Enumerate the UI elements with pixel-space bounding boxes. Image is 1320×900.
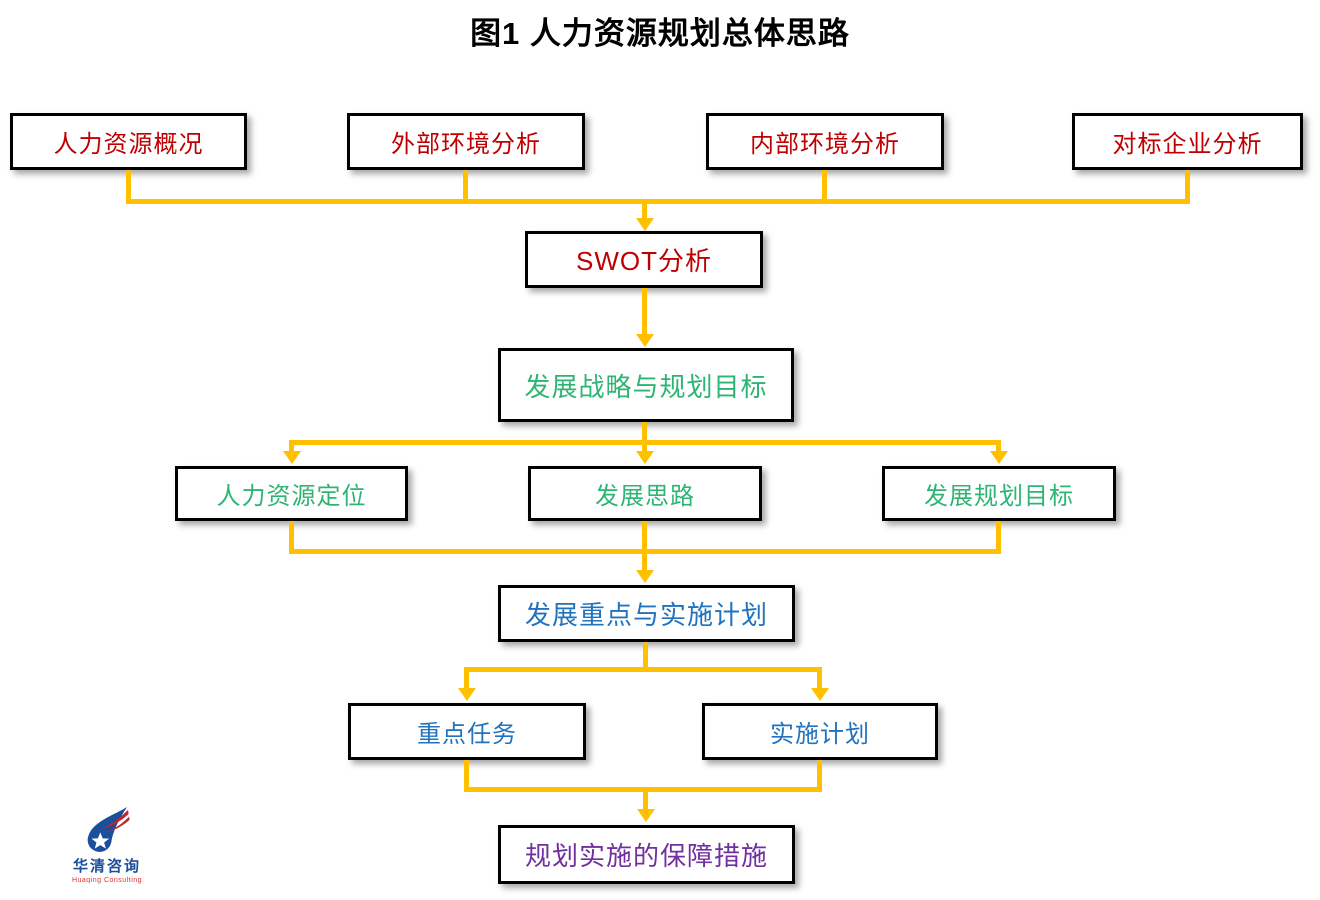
node-focus-plan: 发展重点与实施计划 (498, 585, 795, 642)
connector-line (817, 672, 822, 689)
arrow-down-icon (990, 451, 1008, 464)
node-safeguards: 规划实施的保障措施 (498, 825, 795, 884)
connector-line (126, 199, 1190, 204)
node-key-tasks: 重点任务 (348, 703, 586, 760)
connector-line (642, 521, 647, 554)
arrow-down-icon (811, 688, 829, 701)
connector-line (463, 170, 468, 202)
arrow-down-icon (458, 688, 476, 701)
node-dev-thinking: 发展思路 (528, 466, 762, 521)
node-hr-positioning: 人力资源定位 (175, 466, 408, 521)
node-external-env: 外部环境分析 (347, 113, 585, 170)
connector-line (464, 667, 822, 672)
arrow-down-icon (636, 570, 654, 583)
node-hr-overview: 人力资源概况 (10, 113, 247, 170)
arrow-down-icon (637, 809, 655, 822)
company-logo: 华清咨询 Huaqing Consulting (57, 806, 157, 884)
node-benchmark-label: 对标企业分析 (1112, 131, 1263, 158)
node-external-env-label: 外部环境分析 (391, 131, 541, 158)
connector-line (817, 760, 822, 792)
node-strategy-goals-label: 发展战略与规划目标 (524, 371, 768, 402)
node-internal-env: 内部环境分析 (706, 113, 944, 170)
node-benchmark: 对标企业分析 (1072, 113, 1303, 170)
diagram-title: 图1 人力资源规划总体思路 (470, 16, 850, 51)
connector-line (1185, 170, 1190, 202)
arrow-down-icon (636, 218, 654, 231)
node-strategy-goals: 发展战略与规划目标 (498, 348, 794, 422)
connector-line (642, 202, 647, 219)
node-impl-plan-label: 实施计划 (770, 721, 870, 748)
node-internal-env-label: 内部环境分析 (750, 131, 900, 158)
connector-line (642, 288, 647, 335)
connector-line (289, 521, 294, 554)
connector-line (126, 170, 131, 202)
connector-line (643, 642, 648, 672)
connector-line (642, 422, 647, 443)
node-dev-goals: 发展规划目标 (882, 466, 1116, 521)
logo-name-cn: 华清咨询 (72, 858, 141, 875)
connector-line (289, 549, 1001, 554)
node-hr-positioning-label: 人力资源定位 (216, 483, 367, 510)
logo-name-en: Huaqing Consulting (71, 877, 143, 884)
arrow-down-icon (283, 451, 301, 464)
node-key-tasks-label: 重点任务 (417, 721, 517, 748)
arrow-down-icon (636, 334, 654, 347)
connector-line (642, 445, 647, 452)
huaqing-logo-icon (84, 806, 130, 856)
connector-line (822, 170, 827, 202)
connector-line (996, 521, 1001, 554)
connector-line (464, 760, 469, 792)
node-safeguards-label: 规划实施的保障措施 (524, 841, 768, 871)
connector-line (289, 440, 1001, 445)
connector-line (464, 672, 469, 689)
node-dev-goals-label: 发展规划目标 (924, 483, 1074, 510)
node-focus-plan-label: 发展重点与实施计划 (524, 600, 768, 630)
node-swot-label: SWOT分析 (576, 246, 712, 276)
connector-line (464, 787, 822, 792)
node-swot: SWOT分析 (525, 231, 763, 288)
connector-line (289, 445, 294, 452)
node-impl-plan: 实施计划 (702, 703, 938, 760)
node-hr-overview-label: 人力资源概况 (53, 131, 204, 158)
arrow-down-icon (636, 451, 654, 464)
connector-line (996, 445, 1001, 452)
node-dev-thinking-label: 发展思路 (595, 483, 695, 510)
connector-line (643, 792, 648, 810)
connector-line (642, 554, 647, 571)
